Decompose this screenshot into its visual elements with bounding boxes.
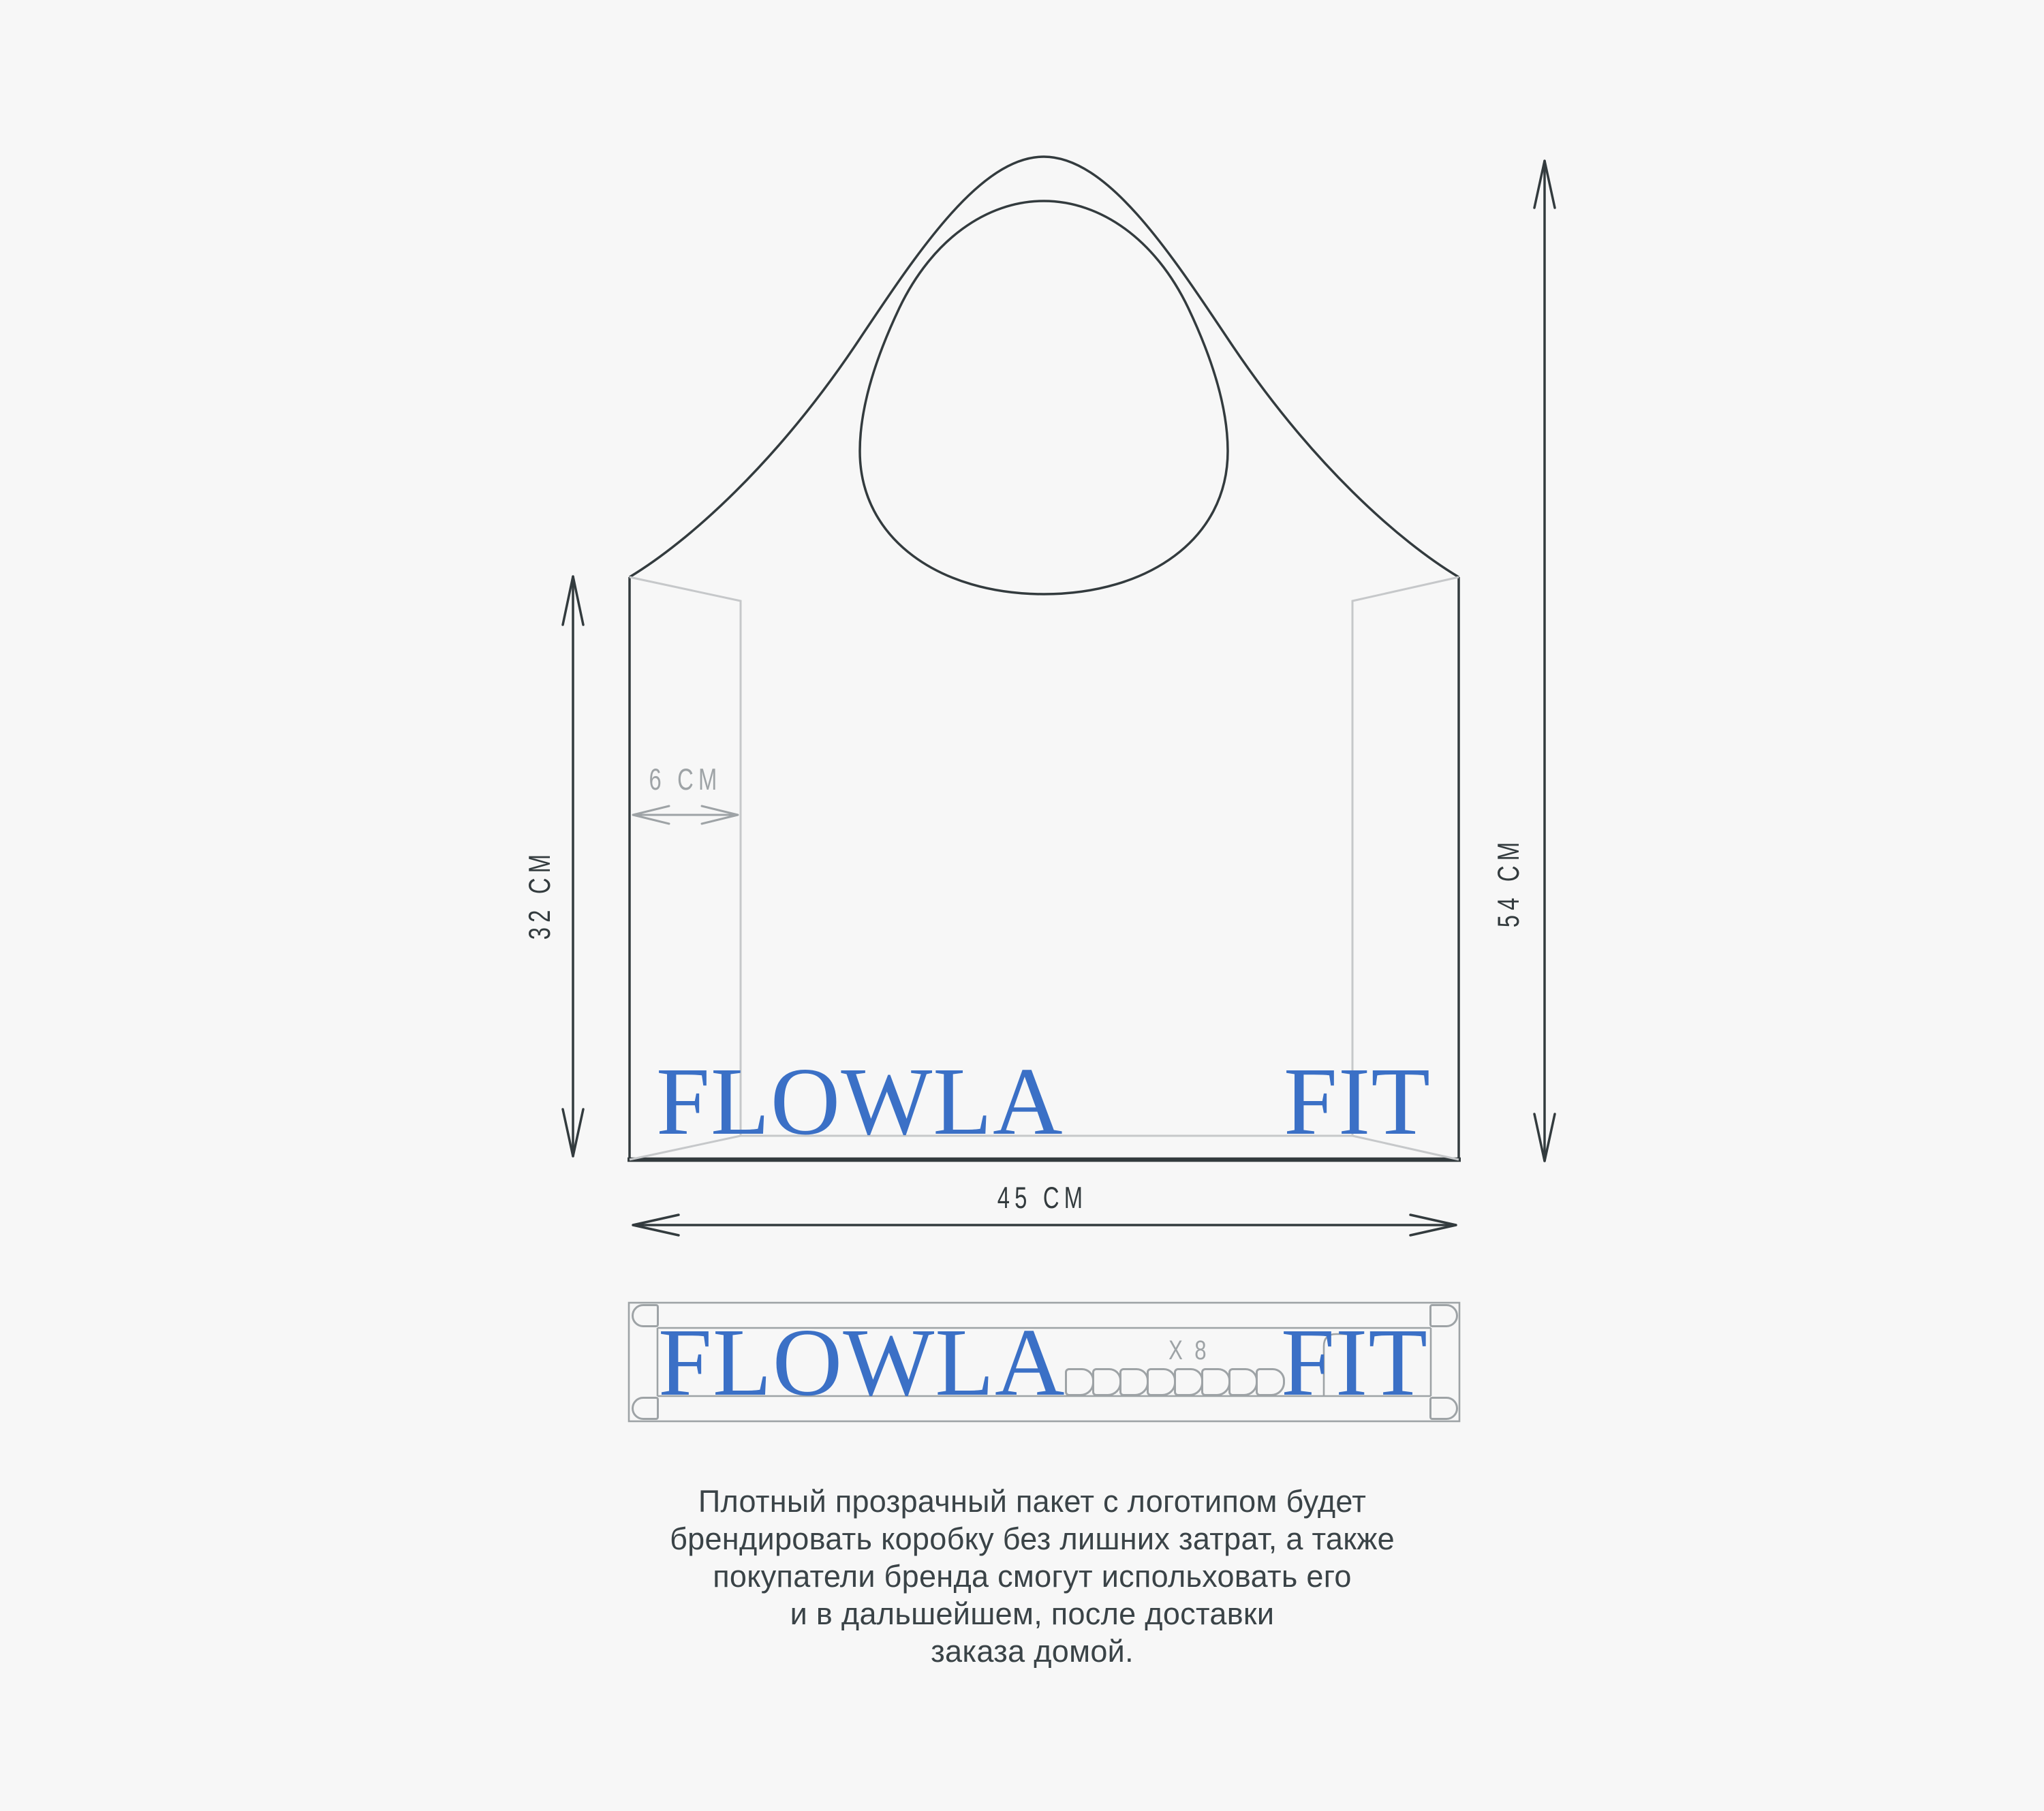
- fold-mark: [1228, 1368, 1258, 1396]
- folded-logo-flowla: FLOWLA: [658, 1308, 1066, 1416]
- dim-label-width: 45 CM: [997, 1180, 1088, 1215]
- dim-label-body-height: 32 CM: [522, 849, 557, 940]
- folded-gusset-edge: [1322, 1333, 1354, 1396]
- bag-logo-flowla: FLOWLA: [656, 1047, 1064, 1155]
- fold-mark: [1174, 1368, 1203, 1396]
- body-height-arrow: [561, 575, 585, 1158]
- folded-tube-end-bottom-left: [632, 1397, 659, 1420]
- folded-tube-end-bottom-right: [1429, 1397, 1458, 1420]
- description-text: Плотный прозрачный пакет с логотипом буд…: [670, 1484, 1395, 1669]
- bag-gusset-lines: [629, 576, 1459, 1161]
- folded-logo-fit: FIT: [1281, 1308, 1428, 1416]
- fold-mark: [1256, 1368, 1285, 1396]
- width-arrow: [632, 1213, 1457, 1237]
- fold-marks: [1065, 1368, 1285, 1396]
- bag-outline: [628, 155, 1461, 1162]
- handle-cutout: [858, 200, 1229, 595]
- bag-logo-fit: FIT: [1284, 1047, 1431, 1155]
- folds-count-label: X 8: [1168, 1335, 1209, 1366]
- fold-mark: [1092, 1368, 1121, 1396]
- fold-mark: [1065, 1368, 1094, 1396]
- fold-mark: [1201, 1368, 1230, 1396]
- fold-mark: [1119, 1368, 1149, 1396]
- bag-handle-outline: [629, 155, 1459, 578]
- folded-bag-outline: [628, 1301, 1461, 1423]
- dim-label-total-height: 54 CM: [1491, 837, 1526, 928]
- folded-tube-end-top-left: [632, 1304, 659, 1327]
- dim-label-gusset: 6 CM: [649, 762, 722, 796]
- total-height-arrow: [1533, 159, 1556, 1162]
- gusset-arrow: [632, 805, 739, 825]
- folded-tube-end-top-right: [1429, 1304, 1458, 1327]
- fold-mark: [1147, 1368, 1176, 1396]
